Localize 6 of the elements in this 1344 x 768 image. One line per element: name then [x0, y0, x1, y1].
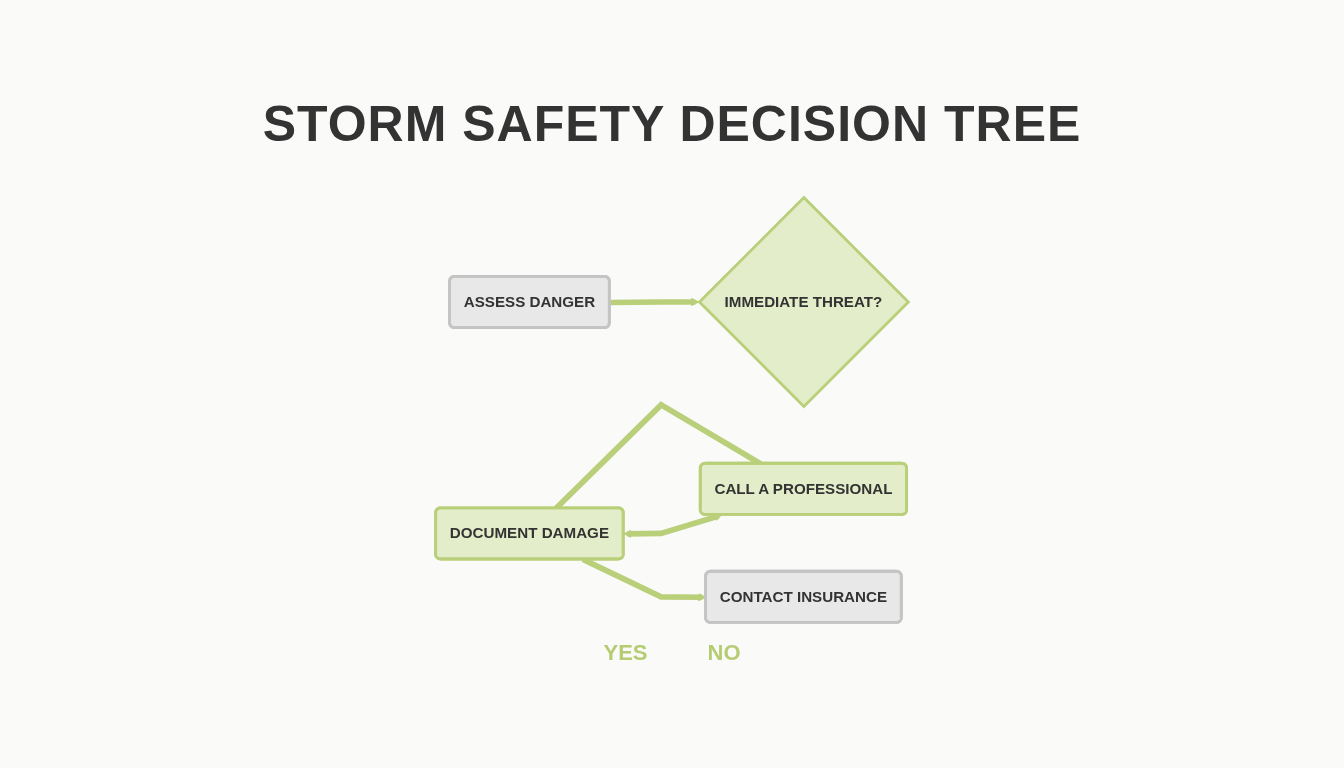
arrow: [609, 297, 700, 307]
branch-label: YES: [603, 640, 648, 665]
arrow: [623, 513, 723, 538]
node-diamond: IMMEDIATE THREAT?: [697, 195, 911, 409]
branch-label: NO: [707, 640, 741, 665]
diagram-title: STORM SAFETY DECISION TREE: [261, 95, 1083, 153]
